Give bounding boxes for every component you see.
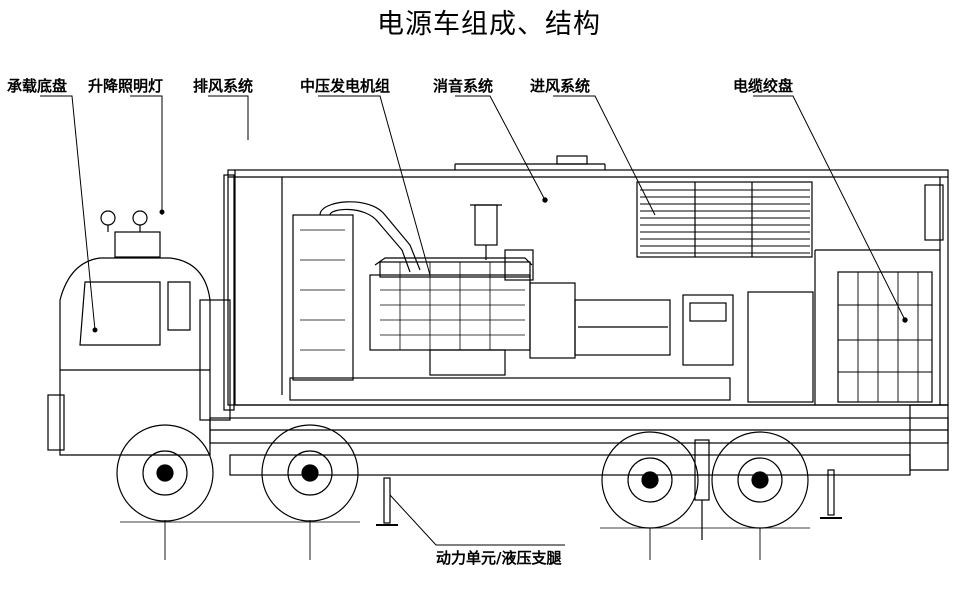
control-cabinet — [682, 291, 814, 403]
muffler — [470, 204, 502, 260]
wheels — [116, 424, 810, 560]
label-chassis: 承载底盘 — [7, 77, 68, 95]
label-muffler: 消音系统 — [433, 77, 494, 95]
leader-power-unit — [389, 494, 565, 546]
leader-intake — [553, 95, 656, 216]
hydraulic-legs — [376, 439, 842, 540]
label-intake: 进风系统 — [530, 77, 591, 95]
wheel-4 — [711, 431, 809, 560]
leader-lift-light — [130, 95, 163, 215]
chassis-frame — [209, 404, 949, 476]
leader-muffler — [455, 95, 546, 201]
truck-cab — [47, 210, 231, 456]
label-lift-light: 升降照明灯 — [88, 77, 164, 95]
engine — [369, 249, 671, 376]
leader-exhaust — [208, 95, 249, 140]
intake-louvers — [636, 181, 813, 258]
leader-genset — [318, 95, 431, 276]
leader-chassis — [40, 95, 96, 331]
cable-reel — [837, 271, 933, 403]
wheel-1 — [116, 424, 214, 560]
label-exhaust: 排风系统 — [193, 77, 254, 95]
label-genset: 中压发电机组 — [300, 77, 391, 95]
radiator — [292, 201, 421, 381]
wheel-2 — [261, 424, 359, 560]
skid — [235, 377, 948, 406]
leader-lines — [40, 95, 908, 546]
leader-cable-reel — [753, 95, 906, 321]
diagram-title: 电源车组成、结构 — [377, 9, 601, 40]
label-power-unit: 动力单元/液压支腿 — [436, 549, 562, 567]
wheel-3 — [601, 431, 699, 560]
label-cable-reel: 电缆绞盘 — [733, 77, 794, 95]
